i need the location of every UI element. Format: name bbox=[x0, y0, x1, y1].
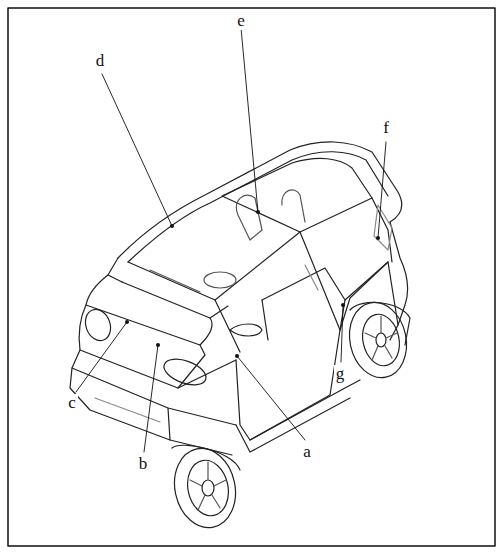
callout-dots bbox=[125, 210, 380, 358]
callout-letter: f bbox=[381, 119, 391, 137]
callout-letter: b bbox=[137, 455, 150, 473]
leader-lines bbox=[76, 28, 386, 452]
callout-letter: d bbox=[94, 52, 107, 70]
callout-letter: a bbox=[301, 443, 313, 461]
car-body bbox=[70, 142, 413, 533]
callout-letter: c bbox=[66, 394, 78, 412]
callout-letter: g bbox=[334, 365, 347, 383]
callout-letter: e bbox=[235, 12, 247, 30]
frame bbox=[8, 8, 495, 546]
